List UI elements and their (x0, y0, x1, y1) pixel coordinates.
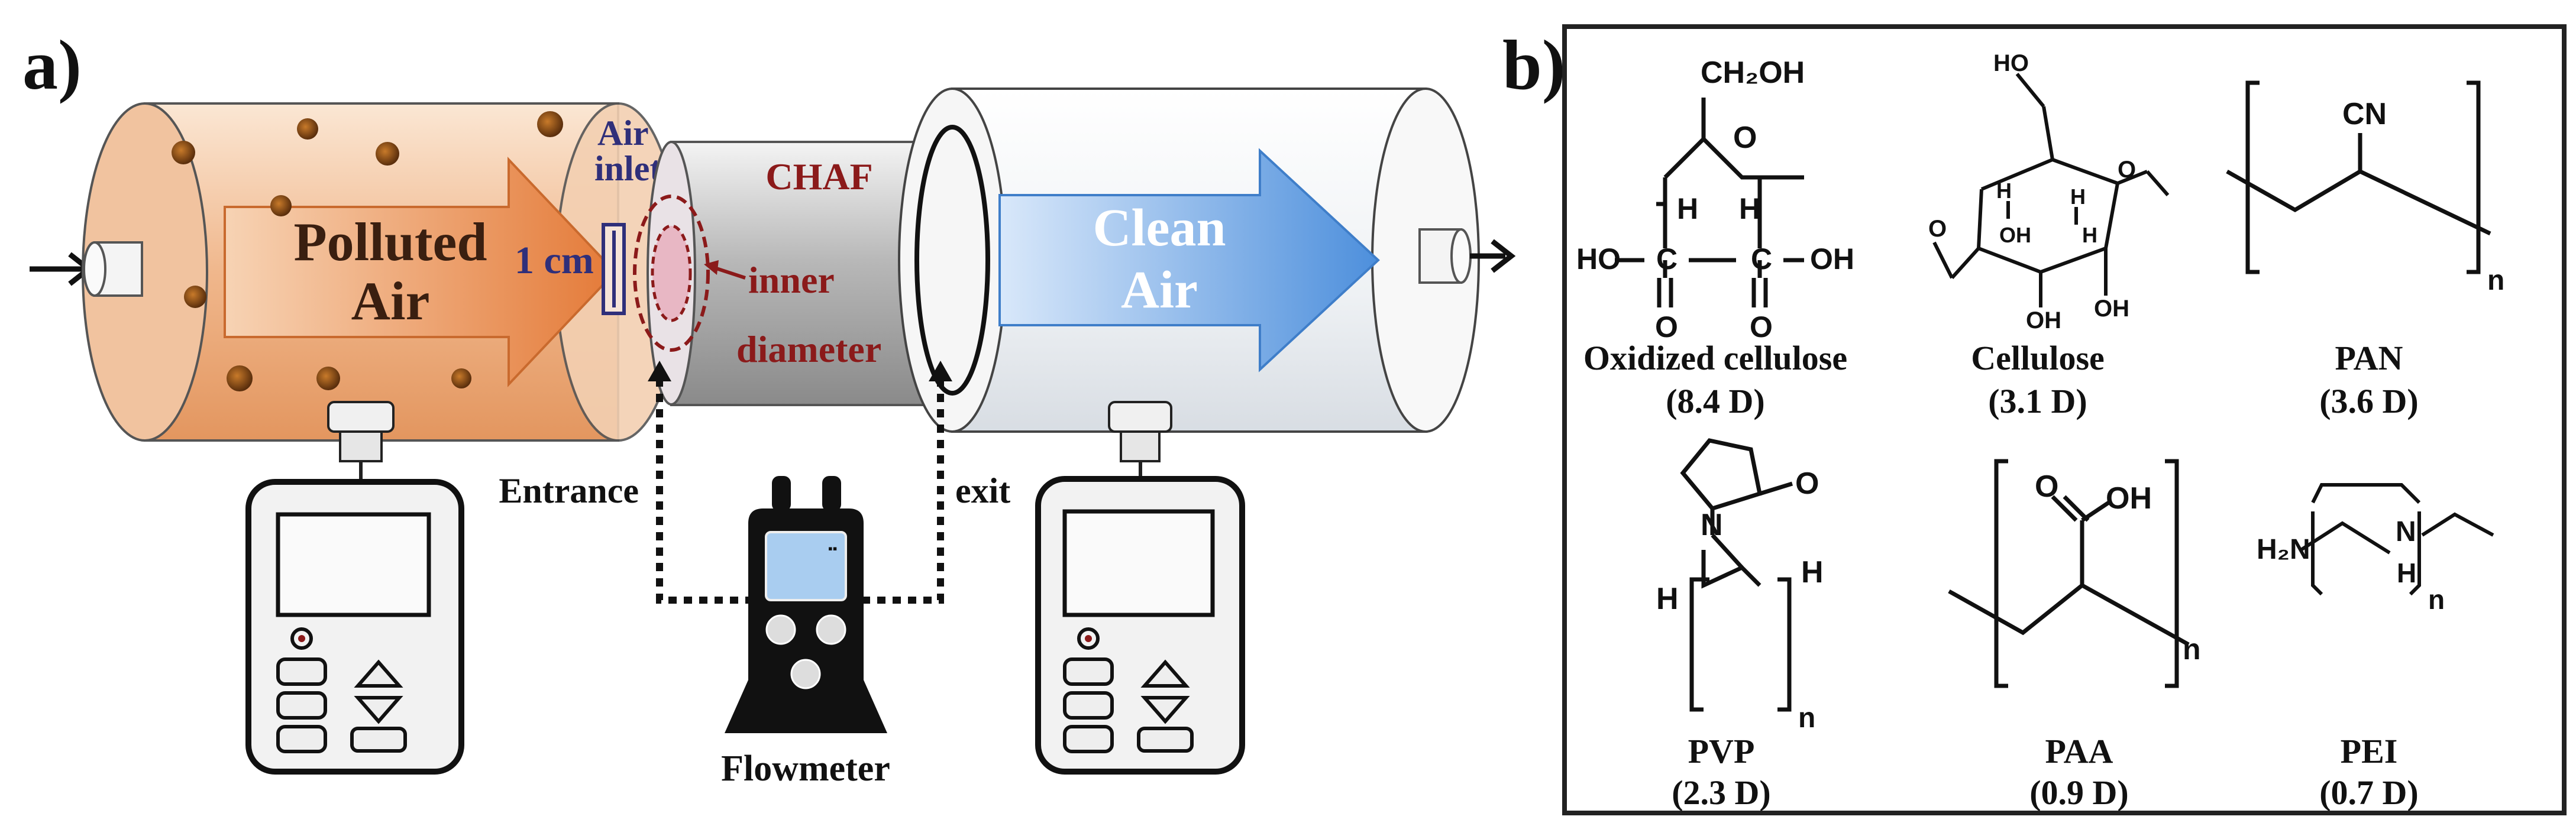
pan-name: PAN (2335, 339, 2403, 377)
one-cm-dimension-icon (602, 223, 626, 315)
cellulose-structure (1932, 73, 2170, 307)
svg-text:C: C (1656, 242, 1678, 276)
svg-text:N: N (2396, 516, 2416, 548)
outlet-arrow (1470, 239, 1516, 273)
pan-n-subscript: n (2487, 265, 2504, 296)
svg-text:C: C (1751, 242, 1772, 276)
inner-diameter-label-line1: inner (748, 259, 835, 301)
panel-b-label: b) (1502, 25, 1566, 104)
flowmeter-label: Flowmeter (721, 749, 890, 789)
svg-text:n: n (2428, 584, 2445, 615)
cellulose-name: Cellulose (1971, 339, 2105, 377)
clean-air-label-line2: Air (1121, 261, 1198, 319)
particle (297, 118, 318, 140)
paa-dipole: (0.9 D) (2029, 773, 2129, 812)
one-cm-label: 1 cm (515, 239, 594, 282)
oxidized-cellulose-name: Oxidized cellulose (1583, 339, 1847, 377)
oxidized-cellulose-atoms: CH₂OH O H H C C HO OH O O (1576, 56, 1854, 344)
pan-dipole: (3.6 D) (2319, 382, 2419, 420)
particle (376, 142, 399, 166)
pvp-structure (1680, 438, 1793, 712)
svg-text:OH: OH (2094, 296, 2129, 322)
svg-text:▪▪: ▪▪ (828, 541, 838, 556)
polluted-air-label-line2: Air (351, 271, 430, 331)
panel-a-label: a) (22, 25, 82, 104)
pei-atoms: H₂N N H n (2257, 516, 2445, 615)
oxidized-cellulose-structure (1615, 98, 1804, 307)
svg-text:O: O (1733, 121, 1757, 155)
panel-b-frame (1562, 24, 2567, 815)
entrance-label: Entrance (499, 471, 639, 510)
svg-text:n: n (1798, 702, 1815, 734)
clean-air-arrow (998, 148, 1380, 372)
pan-cn-label: CN (2342, 97, 2387, 131)
svg-text:H: H (2397, 558, 2416, 588)
air-inlet-label-line2: inlet (594, 149, 661, 188)
svg-text:O: O (2118, 157, 2136, 183)
pvp-name: PVP (1688, 732, 1755, 770)
cellulose-atoms: HO O H H OH H OH OH O (1928, 50, 2136, 333)
particle (227, 365, 253, 391)
pei-name: PEI (2341, 732, 2398, 770)
entrance-tap-arrow (648, 361, 671, 381)
paa-name: PAA (2045, 732, 2113, 770)
paa-atoms: O OH n (2035, 469, 2201, 666)
exit-label: exit (955, 471, 1010, 510)
chaf-label: CHAF (765, 156, 872, 197)
svg-text:OH: OH (1999, 223, 2031, 247)
polluted-air-label-line1: Polluted (293, 212, 487, 272)
cellulose-dipole: (3.1 D) (1988, 382, 2087, 420)
pan-structure (2226, 80, 2491, 274)
svg-text:N: N (1701, 508, 1723, 542)
exit-tap-arrow (929, 361, 952, 381)
pei-structure (2300, 483, 2494, 596)
right-particle-meter (1035, 401, 1245, 775)
particle (270, 195, 292, 216)
oxidized-cellulose-dipole: (8.4 D) (1666, 382, 1765, 420)
svg-text:H: H (1677, 192, 1698, 225)
pollutant-particles (172, 111, 563, 391)
particle (316, 367, 340, 390)
pei-dipole: (0.7 D) (2319, 773, 2419, 812)
svg-text:OH: OH (1810, 242, 1854, 276)
particle (184, 286, 206, 308)
svg-text:HO: HO (1576, 242, 1621, 276)
clean-air-label-line1: Clean (1093, 199, 1226, 257)
svg-text:H: H (1739, 192, 1760, 225)
svg-text:H₂N: H₂N (2257, 534, 2310, 565)
particle (451, 368, 471, 388)
pvp-atoms: O N H H n (1656, 467, 1824, 734)
svg-text:OH: OH (2026, 307, 2061, 333)
svg-text:O: O (1750, 310, 1773, 344)
inner-diameter-label-line2: diameter (736, 328, 881, 370)
svg-text:n: n (2183, 633, 2201, 666)
particle (172, 141, 195, 164)
svg-text:H: H (1996, 179, 2012, 203)
polluted-air-arrow (224, 156, 617, 388)
svg-text:OH: OH (2106, 481, 2152, 516)
inlet-arrow (30, 252, 93, 286)
particle (537, 111, 563, 137)
svg-text:H: H (1801, 555, 1824, 589)
svg-text:H: H (2070, 184, 2086, 209)
svg-text:HO: HO (1993, 50, 2029, 76)
svg-text:O: O (1655, 310, 1678, 344)
svg-text:CH₂OH: CH₂OH (1701, 56, 1805, 90)
svg-text:O: O (2035, 469, 2058, 504)
flowmeter-device: ▪▪ (725, 476, 887, 733)
svg-text:H: H (2082, 223, 2097, 247)
paa-structure (1948, 459, 2190, 688)
svg-text:H: H (1656, 582, 1679, 616)
chaf-filter-tube (633, 141, 968, 406)
air-inlet-label-line1: Air (597, 114, 649, 153)
flowmeter-tubing (656, 378, 944, 604)
inner-diameter-pointer (704, 260, 746, 280)
svg-text:O: O (1795, 467, 1819, 501)
svg-text:O: O (1928, 216, 1947, 242)
left-particle-meter (245, 401, 464, 775)
pvp-dipole: (2.3 D) (1672, 773, 1771, 812)
